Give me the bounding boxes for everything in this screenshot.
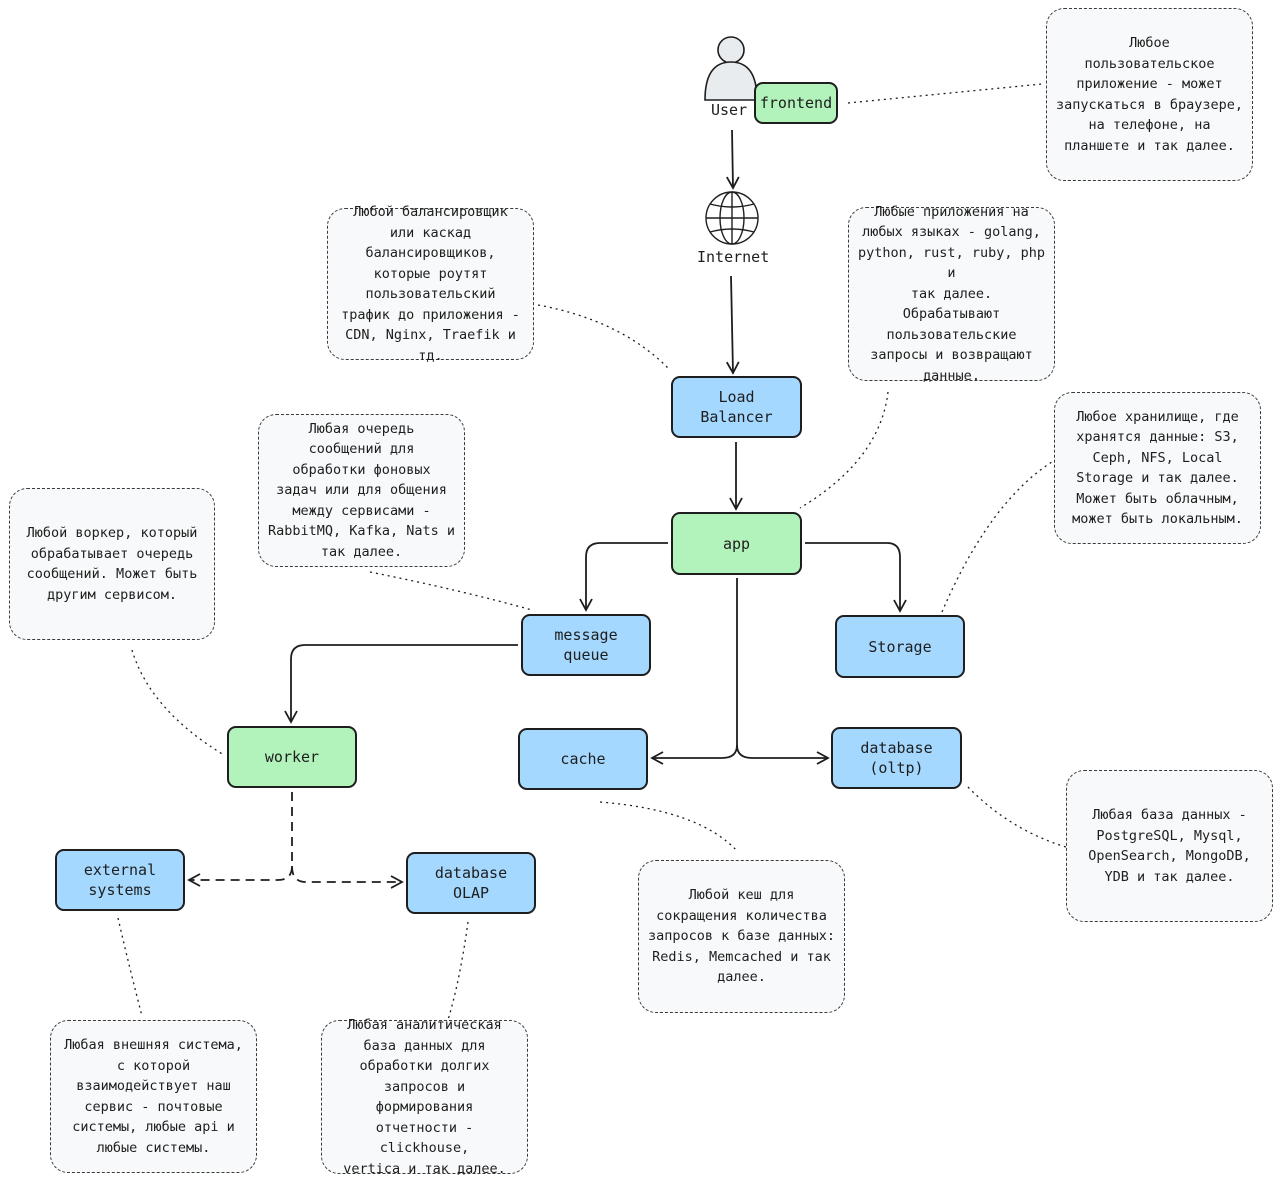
edge-app-database-oltp [736, 744, 830, 765]
edge-app-messagequeue [579, 542, 668, 612]
link-frontend-note [847, 83, 1043, 104]
cache-node[interactable]: cache [518, 728, 648, 790]
storage-note: Любое хранилище, где хранятся данные: S3… [1054, 392, 1261, 544]
app-node[interactable]: app [671, 512, 802, 575]
load-balancer-note: Любой балансировщик или каскад балансиро… [327, 204, 534, 364]
frontend-note: Любое пользовательское приложение - може… [1046, 8, 1253, 181]
link-external-note [117, 917, 143, 1017]
user-icon [704, 36, 758, 101]
edge-internet-loadbalancer [725, 275, 740, 375]
database-oltp-node[interactable]: database (oltp) [831, 727, 962, 789]
internet-label: Internet [697, 248, 770, 266]
message-queue-node[interactable]: message queue [521, 614, 651, 676]
user-label: User [711, 101, 748, 119]
database-oltp-note: Любая база данных - PostgreSQL, Mysql, O… [1066, 770, 1273, 922]
link-app-note [799, 391, 889, 509]
worker-note: Любой воркер, который обрабатывает очере… [9, 488, 215, 640]
database-olap-node[interactable]: database OLAP [406, 852, 536, 914]
edge-app-storage [805, 542, 907, 613]
link-oltp-note [967, 786, 1067, 848]
globe-icon [705, 191, 759, 245]
message-queue-note: Любая очередь сообщений для обработки фо… [258, 414, 465, 567]
link-loadbalancer-note [537, 304, 669, 369]
edge-worker-olap [291, 865, 404, 889]
link-cache-note [599, 801, 739, 853]
link-storage-note [941, 459, 1056, 613]
app-note: Любые приложения на любых языках - golan… [848, 204, 1055, 384]
worker-node[interactable]: worker [227, 726, 357, 788]
external-systems-node[interactable]: external systems [55, 849, 185, 911]
database-olap-note: Любая аналитическая база данных для обра… [321, 1017, 528, 1177]
load-balancer-node[interactable]: Load Balancer [671, 376, 802, 438]
edge-app-cache [650, 578, 738, 765]
external-systems-note: Любая внешняя система, с которой взаимод… [50, 1020, 257, 1173]
link-messagequeue-note [369, 571, 533, 611]
cache-note: Любой кеш для сокращения количества запр… [638, 860, 845, 1013]
frontend-node[interactable]: frontend [754, 82, 838, 124]
edge-user-internet [726, 129, 740, 190]
storage-node[interactable]: Storage [835, 615, 965, 678]
link-olap-note [447, 921, 469, 1021]
edge-worker-external [187, 792, 293, 887]
link-worker-note [131, 649, 225, 756]
edge-messagequeue-worker [284, 644, 518, 724]
